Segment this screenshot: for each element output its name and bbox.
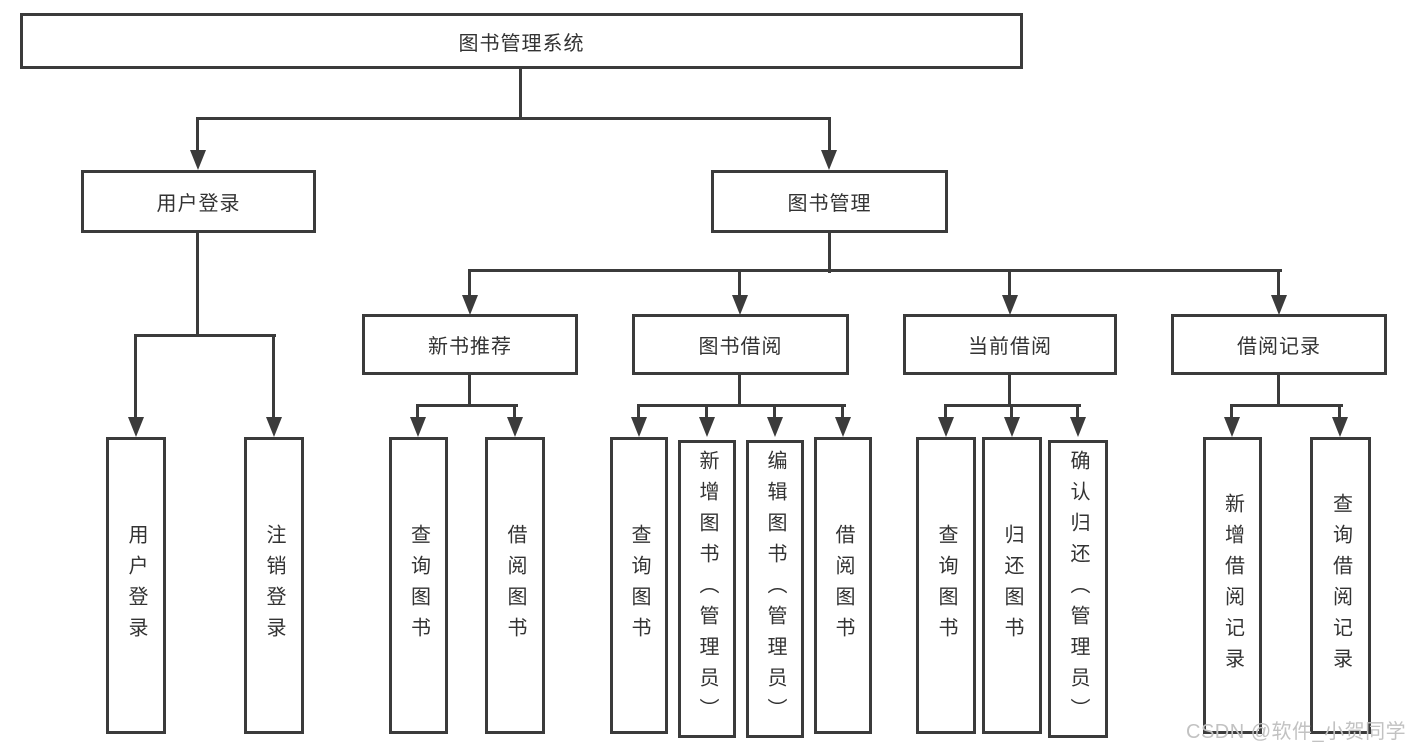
connector-vline xyxy=(738,269,741,297)
leaf-label: 编辑图书（管理员） xyxy=(764,449,786,729)
node-root-library-system: 图书管理系统 xyxy=(20,13,1023,69)
leaf-return-book: 归还图书 xyxy=(982,437,1042,734)
node-label: 图书管理系统 xyxy=(458,32,585,55)
connector-vline xyxy=(272,334,275,419)
arrow-down-icon xyxy=(1271,295,1287,315)
arrow-down-icon xyxy=(938,417,954,437)
connector-vline xyxy=(738,375,741,407)
leaf-confirm-return-admin: 确认归还（管理员） xyxy=(1048,440,1108,738)
arrow-down-icon xyxy=(190,150,206,170)
arrow-down-icon xyxy=(1332,417,1348,437)
connector-vline xyxy=(1008,375,1011,407)
leaf-query-borrow-record: 查询借阅记录 xyxy=(1310,437,1371,734)
connector-hline xyxy=(637,404,846,407)
node-user-login: 用户登录 xyxy=(81,170,316,233)
arrow-down-icon xyxy=(767,417,783,437)
connector-vline xyxy=(637,404,640,419)
arrow-down-icon xyxy=(631,417,647,437)
arrow-down-icon xyxy=(1224,417,1240,437)
connector-vline xyxy=(773,404,776,419)
arrow-down-icon xyxy=(1002,295,1018,315)
arrow-down-icon xyxy=(732,295,748,315)
leaf-edit-book-admin: 编辑图书（管理员） xyxy=(746,440,804,738)
node-label: 用户登录 xyxy=(156,193,241,215)
arrow-down-icon xyxy=(462,295,478,315)
leaf-label: 查询图书 xyxy=(628,523,650,648)
connector-vline xyxy=(705,404,708,419)
connector-vline xyxy=(196,233,199,337)
leaf-label: 注销登录 xyxy=(263,523,285,648)
leaf-label: 借阅图书 xyxy=(504,523,526,648)
leaf-label: 查询借阅记录 xyxy=(1329,492,1352,679)
connector-vline xyxy=(828,233,831,273)
arrow-down-icon xyxy=(128,417,144,437)
connector-vline xyxy=(828,117,831,153)
connector-hline xyxy=(196,117,831,120)
node-label: 当前借阅 xyxy=(968,336,1052,358)
leaf-query-book-recommend: 查询图书 xyxy=(389,437,448,734)
arrow-down-icon xyxy=(1070,417,1086,437)
connector-vline xyxy=(196,117,199,153)
arrow-down-icon xyxy=(699,417,715,437)
node-book-management: 图书管理 xyxy=(711,170,948,233)
connector-vline xyxy=(1008,269,1011,297)
csdn-watermark: CSDN @软件_小贺同学 xyxy=(1186,721,1405,743)
connector-vline xyxy=(468,375,471,407)
arrow-down-icon xyxy=(821,150,837,170)
connector-vline xyxy=(513,404,516,419)
connector-vline xyxy=(841,404,844,419)
leaf-query-book-borrowing: 查询图书 xyxy=(610,437,668,734)
arrow-down-icon xyxy=(410,417,426,437)
node-current-borrowing: 当前借阅 xyxy=(903,314,1117,375)
node-label: 借阅记录 xyxy=(1237,336,1321,358)
arrow-down-icon xyxy=(266,417,282,437)
connector-vline xyxy=(944,404,947,419)
connector-vline xyxy=(1338,404,1341,419)
leaf-add-book-admin: 新增图书（管理员） xyxy=(678,440,736,738)
connector-vline xyxy=(468,269,471,297)
leaf-borrow-book: 借阅图书 xyxy=(814,437,872,734)
leaf-logout: 注销登录 xyxy=(244,437,304,734)
leaf-label: 新增借阅记录 xyxy=(1221,492,1244,679)
leaf-label: 查询图书 xyxy=(935,523,957,648)
connector-vline xyxy=(519,69,522,120)
connector-vline xyxy=(1010,404,1013,419)
connector-vline xyxy=(416,404,419,419)
node-book-borrowing: 图书借阅 xyxy=(632,314,849,375)
leaf-label: 确认归还（管理员） xyxy=(1067,449,1089,729)
leaf-label: 归还图书 xyxy=(1001,523,1023,648)
node-borrowing-records: 借阅记录 xyxy=(1171,314,1387,375)
arrow-down-icon xyxy=(1004,417,1020,437)
leaf-add-borrow-record: 新增借阅记录 xyxy=(1203,437,1262,734)
node-label: 新书推荐 xyxy=(428,336,512,358)
arrow-down-icon xyxy=(835,417,851,437)
node-new-book-recommend: 新书推荐 xyxy=(362,314,578,375)
connector-vline xyxy=(1277,375,1280,407)
connector-vline xyxy=(1076,404,1079,419)
node-label: 图书管理 xyxy=(787,193,872,215)
connector-hline xyxy=(416,404,518,407)
leaf-query-book-current: 查询图书 xyxy=(916,437,976,734)
connector-hline xyxy=(1230,404,1343,407)
connector-vline xyxy=(1230,404,1233,419)
leaf-label: 查询图书 xyxy=(407,523,430,648)
leaf-label: 用户登录 xyxy=(125,523,147,648)
connector-vline xyxy=(134,334,137,419)
leaf-borrow-book-recommend: 借阅图书 xyxy=(485,437,545,734)
leaf-user-login: 用户登录 xyxy=(106,437,166,734)
leaf-label: 新增图书（管理员） xyxy=(696,449,718,729)
connector-hline xyxy=(134,334,276,337)
node-label: 图书借阅 xyxy=(698,336,783,358)
connector-hline xyxy=(468,269,1282,272)
arrow-down-icon xyxy=(507,417,523,437)
connector-vline xyxy=(1277,269,1280,297)
leaf-label: 借阅图书 xyxy=(832,523,854,648)
